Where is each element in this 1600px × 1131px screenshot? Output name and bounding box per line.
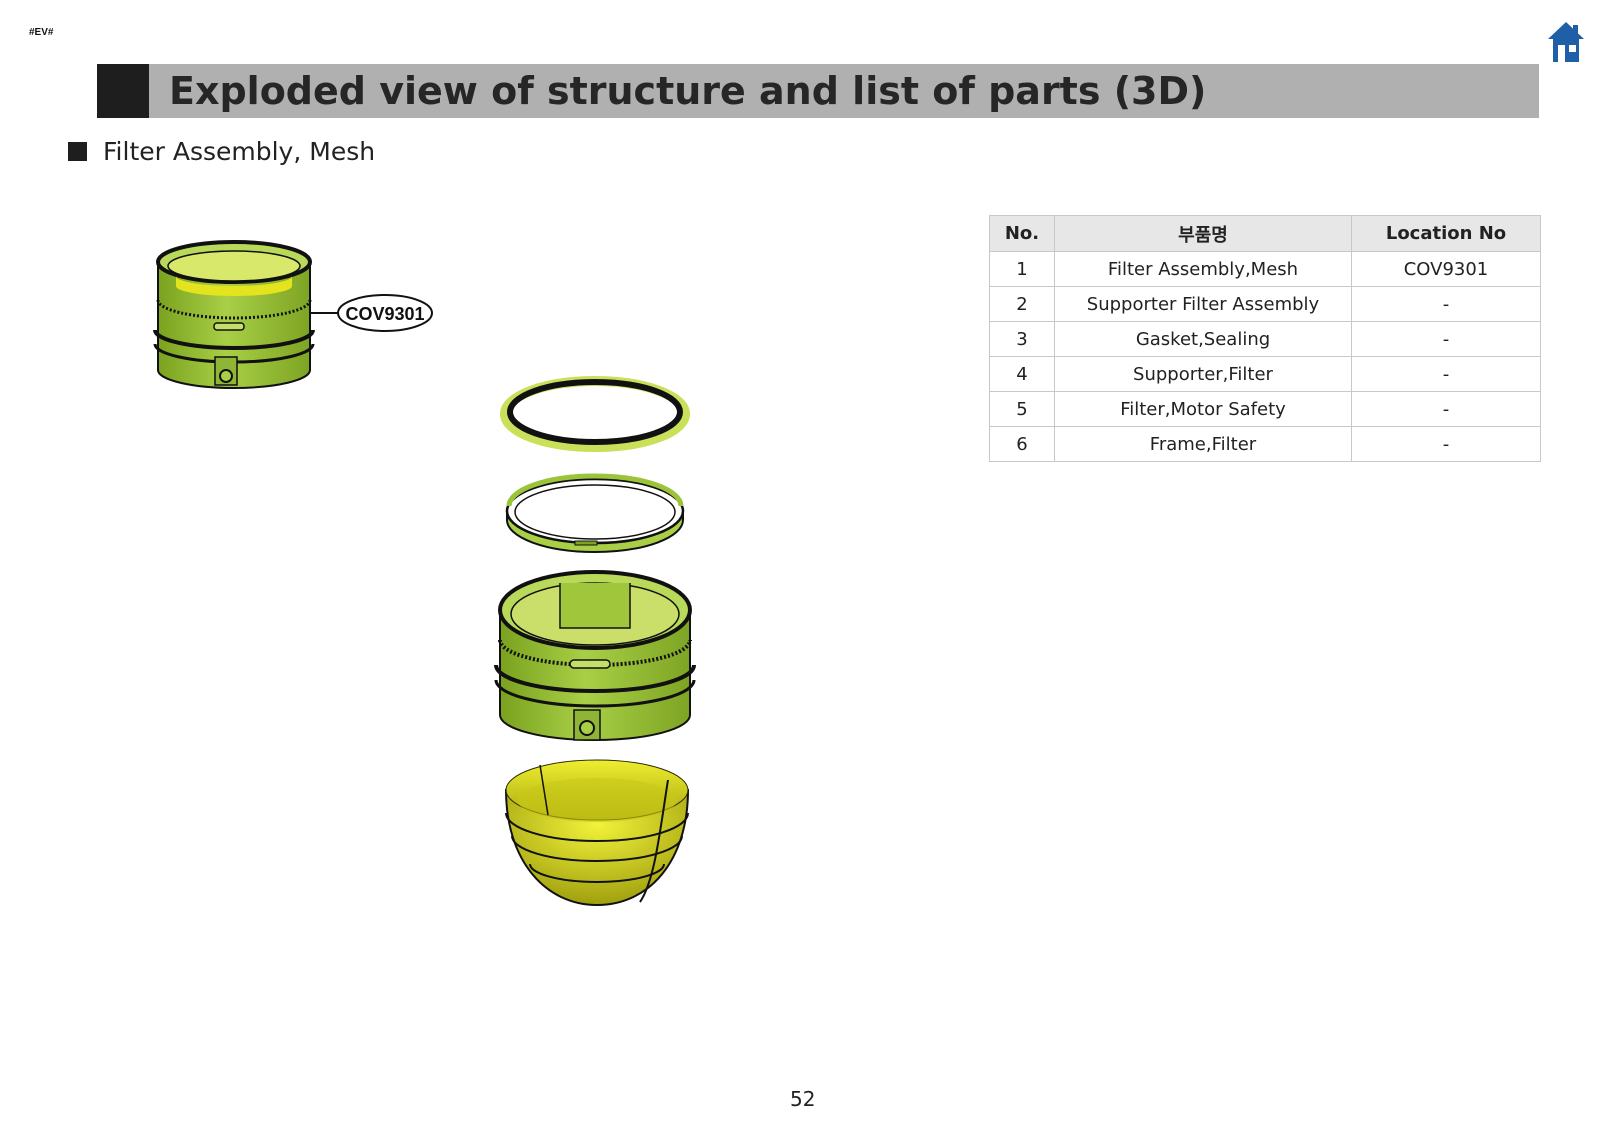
- cell-part-name: Frame,Filter: [1054, 426, 1352, 462]
- table-header-row: No. 부품명 Location No: [989, 215, 1541, 252]
- mesh-filter-bowl-part: [504, 759, 690, 907]
- bullet-square: [68, 141, 87, 161]
- title-block: [97, 64, 149, 118]
- cell-location: -: [1351, 321, 1541, 357]
- supporter-filter-body-part: [494, 570, 696, 741]
- cell-part-name: Supporter Filter Assembly: [1054, 286, 1352, 322]
- table-row: 1 Filter Assembly,Mesh COV9301: [989, 251, 1541, 287]
- cell-location: -: [1351, 356, 1541, 392]
- header-location-no: Location No: [1351, 215, 1541, 252]
- cell-location: -: [1351, 391, 1541, 427]
- section-heading: Filter Assembly, Mesh: [68, 134, 375, 168]
- cell-no: 3: [989, 321, 1055, 357]
- callout-label: COV9301: [345, 304, 424, 324]
- cell-no: 6: [989, 426, 1055, 462]
- cell-part-name: Supporter,Filter: [1054, 356, 1352, 392]
- exploded-view-drawing: COV9301: [153, 240, 696, 907]
- cell-no: 5: [989, 391, 1055, 427]
- header-no: No.: [989, 215, 1055, 252]
- callout-cov9301: COV9301: [310, 294, 433, 332]
- cell-location: COV9301: [1351, 251, 1541, 287]
- supporter-ring-part: [505, 473, 685, 553]
- table-row: 4 Supporter,Filter -: [989, 356, 1541, 392]
- cell-part-name: Filter Assembly,Mesh: [1054, 251, 1352, 287]
- table-row: 5 Filter,Motor Safety -: [989, 391, 1541, 427]
- cell-no: 4: [989, 356, 1055, 392]
- document-tag: #EV#: [29, 27, 54, 38]
- table-row: 6 Frame,Filter -: [989, 426, 1541, 462]
- page-number: 52: [790, 1087, 816, 1111]
- cell-location: -: [1351, 426, 1541, 462]
- header-part-name: 부품명: [1054, 215, 1352, 252]
- cell-no: 1: [989, 251, 1055, 287]
- cell-no: 2: [989, 286, 1055, 322]
- home-icon[interactable]: [1546, 20, 1586, 64]
- title-bar: Exploded view of structure and list of p…: [97, 64, 1539, 118]
- cell-part-name: Filter,Motor Safety: [1054, 391, 1352, 427]
- cell-part-name: Gasket,Sealing: [1054, 321, 1352, 357]
- table-row: 2 Supporter Filter Assembly -: [989, 286, 1541, 322]
- parts-list-table: No. 부품명 Location No 1 Filter Assembly,Me…: [989, 215, 1541, 462]
- page-title: Exploded view of structure and list of p…: [169, 69, 1207, 113]
- gasket-sealing-part: [500, 376, 690, 452]
- cell-location: -: [1351, 286, 1541, 322]
- table-row: 3 Gasket,Sealing -: [989, 321, 1541, 357]
- section-title: Filter Assembly, Mesh: [103, 136, 376, 166]
- assembled-filter-unit: [153, 240, 315, 389]
